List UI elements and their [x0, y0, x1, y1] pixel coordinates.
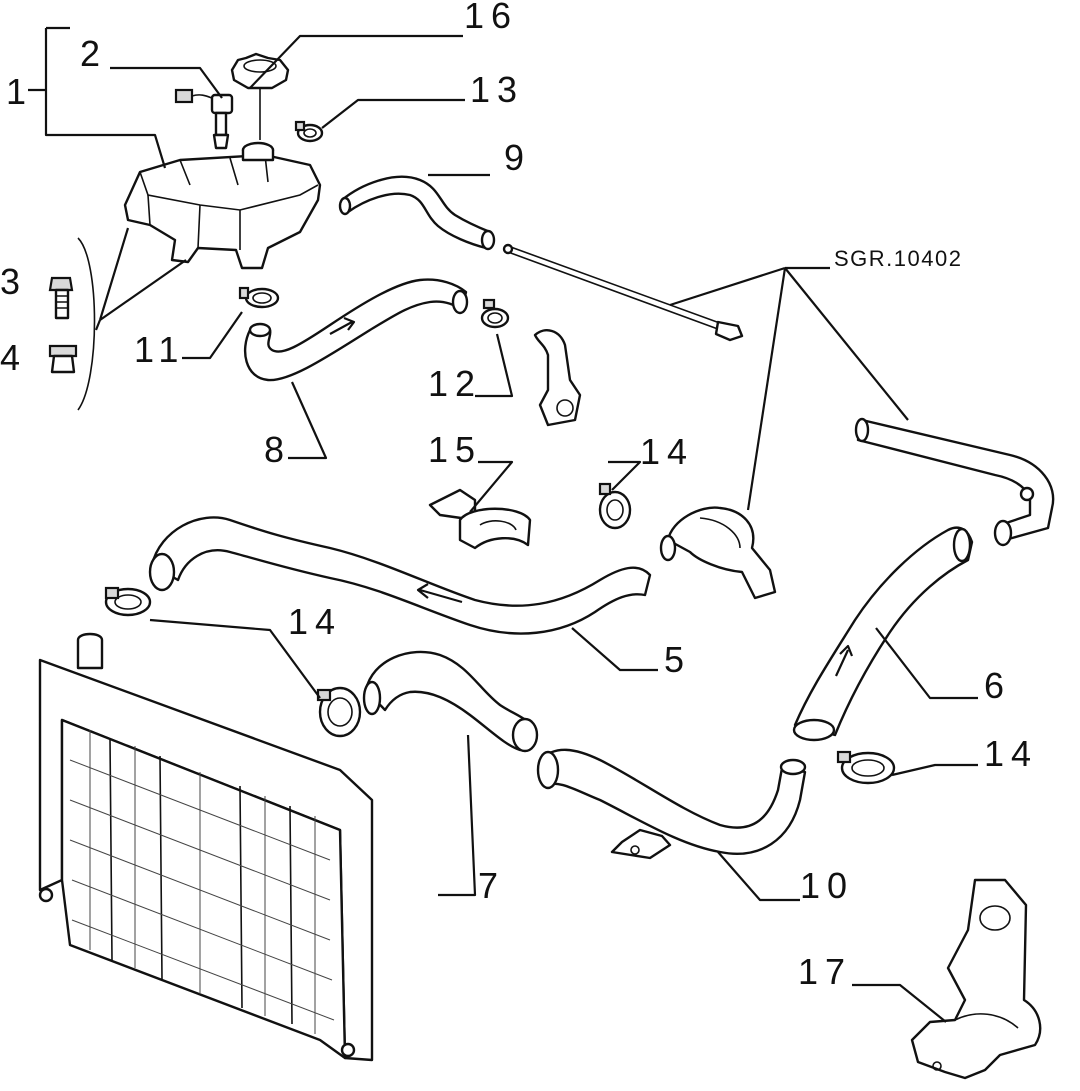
- hose-9: [338, 175, 496, 251]
- callout-2: 2: [80, 33, 107, 74]
- hose-5: [148, 516, 652, 635]
- callout-6: 6: [984, 665, 1011, 706]
- filler-cap: [230, 52, 290, 140]
- bleed-pipe: [502, 243, 744, 342]
- callout-14-right: 14: [984, 733, 1038, 774]
- mounting-bracket: [910, 878, 1042, 1080]
- callout-4: 4: [0, 337, 27, 378]
- callout-9: 9: [504, 137, 531, 178]
- callout-8: 8: [264, 429, 291, 470]
- callout-13: 13: [470, 69, 524, 110]
- expansion-tank: [123, 141, 322, 270]
- group-brace: [77, 237, 96, 411]
- hose-clamp-14-left: [104, 586, 152, 617]
- hose-clamp-13: [294, 120, 324, 143]
- heater-pipe: [854, 417, 1055, 547]
- hose-6: [792, 526, 974, 742]
- callout-12: 12: [428, 363, 482, 404]
- callout-10: 10: [800, 865, 854, 906]
- radiator: [38, 632, 374, 1062]
- grommet: [48, 344, 78, 374]
- hose-clamp-11: [238, 286, 280, 309]
- callout-14-left: 14: [288, 601, 342, 642]
- callout-3: 3: [0, 261, 27, 302]
- hose-clamp-14-mid: [316, 686, 362, 738]
- level-sensor: [174, 88, 234, 150]
- hose-8: [243, 278, 469, 382]
- callout-11: 11: [134, 329, 185, 370]
- outlet-fitting: [533, 329, 582, 427]
- hose-bracket: [428, 488, 532, 550]
- hose-10: [536, 748, 807, 860]
- hose-clamp-12: [480, 298, 510, 329]
- leader-lines: [28, 26, 978, 1023]
- hose-clamp-14-upper: [598, 482, 632, 530]
- callout-labels: 1 2 3 4 5 6 7 8 9 10 11 12 13 14 14 14 1…: [0, 0, 1038, 992]
- reference-code: SGR.10402: [834, 246, 962, 271]
- hose-7: [362, 650, 539, 753]
- callout-14-upper: 14: [640, 431, 694, 472]
- callout-15: 15: [428, 429, 482, 470]
- bolt: [48, 276, 74, 320]
- callout-17: 17: [798, 951, 852, 992]
- callout-5: 5: [664, 639, 691, 680]
- callout-16: 16: [464, 0, 518, 36]
- hose-clamp-14-right: [836, 750, 896, 785]
- callout-1: 1: [6, 71, 33, 112]
- callout-7: 7: [478, 865, 505, 906]
- thermostat-housing: [659, 506, 777, 600]
